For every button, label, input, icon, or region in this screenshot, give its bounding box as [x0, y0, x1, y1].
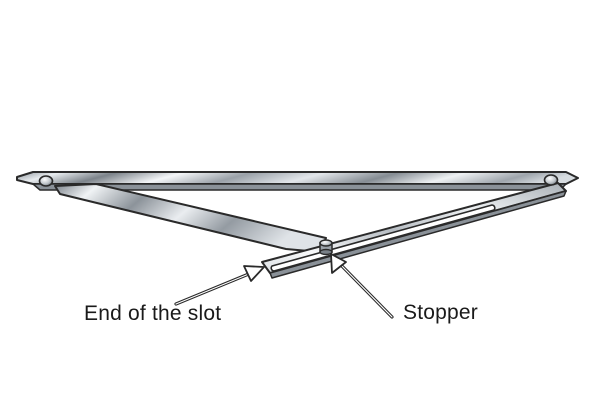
arrow-up-right-icon [173, 265, 265, 307]
right-pivot-rivet [543, 174, 559, 186]
slotted-arm [261, 182, 567, 279]
top-bar [16, 171, 579, 191]
stopper-label: Stopper [403, 301, 478, 324]
pivot-arm [54, 183, 327, 253]
arrow-up-left-icon [330, 253, 395, 320]
stopper [319, 239, 333, 256]
end-of-slot-label: End of the slot [84, 302, 222, 325]
left-pivot-rivet [38, 175, 54, 187]
